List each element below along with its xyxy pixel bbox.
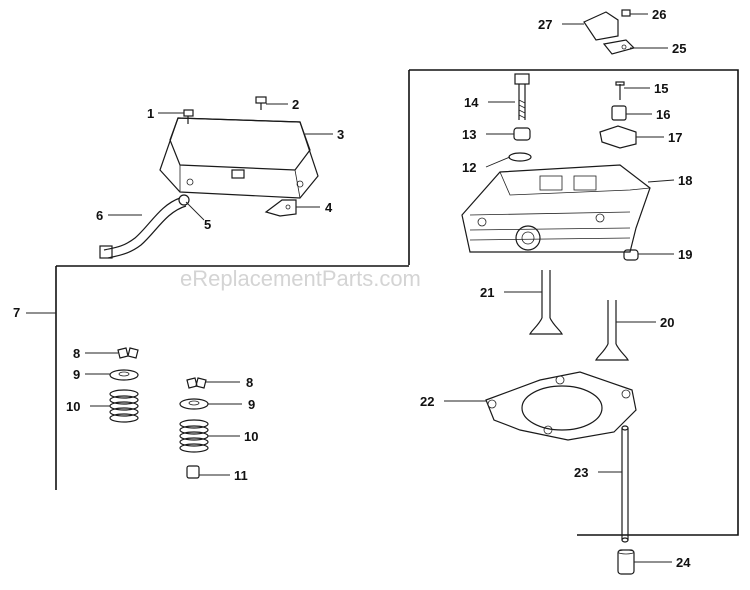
part-8-keeper-right[interactable] [186, 377, 207, 389]
leader-lines [26, 13, 675, 563]
callout-8-left: 8 [73, 346, 80, 361]
callout-14: 14 [464, 95, 479, 110]
callout-4: 4 [325, 200, 333, 215]
callout-1: 1 [147, 106, 154, 121]
part-9-spring-retainer-left[interactable] [109, 369, 139, 381]
part-8-keeper-left[interactable] [117, 347, 139, 359]
part-12-washer[interactable] [508, 152, 532, 162]
watermark: eReplacementParts.com [180, 266, 421, 291]
callout-7: 7 [13, 305, 20, 320]
part-6-breather-hose[interactable] [99, 197, 187, 259]
callout-12: 12 [462, 160, 476, 175]
part-4-bracket[interactable] [264, 199, 297, 217]
callout-9-right: 9 [248, 397, 255, 412]
part-15-screw[interactable] [615, 81, 625, 100]
callout-5: 5 [204, 217, 211, 232]
part-10-valve-spring-left[interactable] [109, 389, 139, 423]
part-17-rocker-arm[interactable] [599, 125, 637, 149]
callout-11: 11 [234, 468, 248, 483]
callout-6: 6 [96, 208, 103, 223]
part-2-screw[interactable] [255, 96, 267, 110]
callout-21: 21 [480, 285, 494, 300]
callout-17: 17 [668, 130, 682, 145]
part-18-cylinder-head[interactable] [461, 164, 651, 253]
part-3-valve-cover[interactable] [159, 117, 319, 199]
part-20-exhaust-valve[interactable] [595, 300, 629, 361]
callout-16: 16 [656, 107, 670, 122]
callout-10-left: 10 [66, 399, 80, 414]
callout-18: 18 [678, 173, 692, 188]
part-27-bracket[interactable] [583, 11, 619, 41]
part-16-nut[interactable] [611, 105, 627, 121]
callout-27: 27 [538, 17, 552, 32]
part-25-washer-plate[interactable] [602, 39, 636, 55]
callout-9-left: 9 [73, 367, 80, 382]
callout-15: 15 [654, 81, 668, 96]
part-19-cap[interactable] [623, 249, 639, 261]
callout-8-right: 8 [246, 375, 253, 390]
part-1-screw[interactable] [183, 109, 194, 124]
part-23-push-rod[interactable] [621, 425, 629, 543]
callout-2: 2 [292, 97, 299, 112]
part-24-valve-lifter[interactable] [617, 549, 635, 575]
callout-25: 25 [672, 41, 686, 56]
callout-3: 3 [337, 127, 344, 142]
cylinder-head-assembly-frame [409, 69, 739, 536]
part-21-intake-valve[interactable] [529, 270, 563, 335]
callout-10-right: 10 [244, 429, 258, 444]
part-22-head-gasket[interactable] [485, 371, 637, 441]
part-5-clamp[interactable] [178, 194, 190, 206]
part-11-valve-seal[interactable] [186, 465, 200, 479]
callout-23: 23 [574, 465, 588, 480]
part-10-valve-spring-right[interactable] [179, 419, 209, 453]
callout-22: 22 [420, 394, 434, 409]
part-26-screw[interactable] [621, 9, 631, 17]
callout-20: 20 [660, 315, 674, 330]
part-9-spring-retainer-right[interactable] [179, 398, 209, 410]
part-14-head-bolt[interactable] [514, 73, 530, 120]
callout-19: 19 [678, 247, 692, 262]
callout-numbers: 1 2 3 4 5 6 7 8 9 10 8 9 10 11 12 13 14 … [13, 7, 692, 570]
part-13-spacer[interactable] [513, 127, 531, 141]
callout-13: 13 [462, 127, 476, 142]
callout-24: 24 [676, 555, 691, 570]
callout-26: 26 [652, 7, 666, 22]
